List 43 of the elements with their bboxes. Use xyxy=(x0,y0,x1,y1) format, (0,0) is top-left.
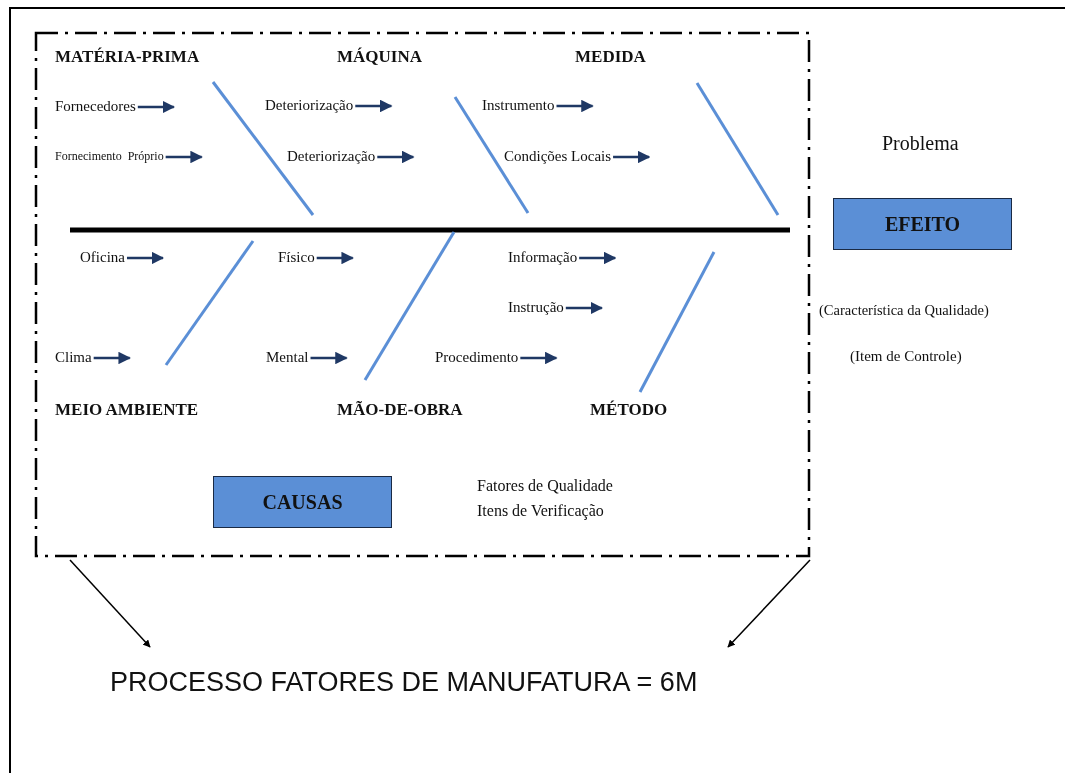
category-heading: MÃO-DE-OBRA xyxy=(337,399,463,421)
arrow xyxy=(613,150,651,164)
cause-label: Instrução xyxy=(508,298,564,318)
arrow xyxy=(556,99,594,113)
cause-label: Instrumento xyxy=(482,96,555,116)
cause-label: Fornecimento Próprio xyxy=(55,149,164,165)
cause-label: Clima xyxy=(55,348,92,368)
arrow xyxy=(579,251,617,265)
control-note: (Item de Controle) xyxy=(850,347,962,365)
arrow xyxy=(127,251,165,265)
cause-label: Deteriorização xyxy=(265,96,354,116)
factor-note: Itens de Verificação xyxy=(477,501,604,521)
effect-box: EFEITO xyxy=(833,198,1012,250)
factor-note: Fatores de Qualidade xyxy=(477,476,613,496)
category-heading: MATÉRIA-PRIMA xyxy=(55,46,200,68)
arrow xyxy=(316,251,354,265)
category-heading: MÁQUINA xyxy=(337,46,422,68)
arrow xyxy=(355,99,393,113)
category-heading: MEIO AMBIENTE xyxy=(55,399,199,421)
dash-dot-frame xyxy=(35,32,810,557)
problem-label: Problema xyxy=(882,131,959,155)
arrow xyxy=(69,559,151,648)
cause-label: Fornecedores xyxy=(55,97,136,117)
cause-label: Mental xyxy=(266,348,309,368)
arrow xyxy=(165,150,203,164)
arrow xyxy=(137,100,176,114)
arrow xyxy=(377,150,415,164)
arrow xyxy=(310,351,348,365)
arrow xyxy=(727,559,811,648)
category-heading: MEDIDA xyxy=(575,46,646,68)
category-heading: MÉTODO xyxy=(590,399,668,421)
cause-label: Informação xyxy=(508,248,578,268)
cause-label: Deteriorização xyxy=(287,147,376,167)
causes-box: CAUSAS xyxy=(213,476,392,528)
arrow xyxy=(93,351,131,365)
process-title: PROCESSO FATORES DE MANUFATURA = 6M xyxy=(110,647,840,717)
arrow xyxy=(565,301,604,315)
cause-label: Físico xyxy=(278,248,315,268)
cause-label: Condições Locais xyxy=(504,147,612,167)
cause-label: Procedimento xyxy=(435,348,519,368)
quality-note: (Característica da Qualidade) xyxy=(819,302,989,320)
cause-label: Oficina xyxy=(80,248,125,268)
arrow xyxy=(520,351,558,365)
